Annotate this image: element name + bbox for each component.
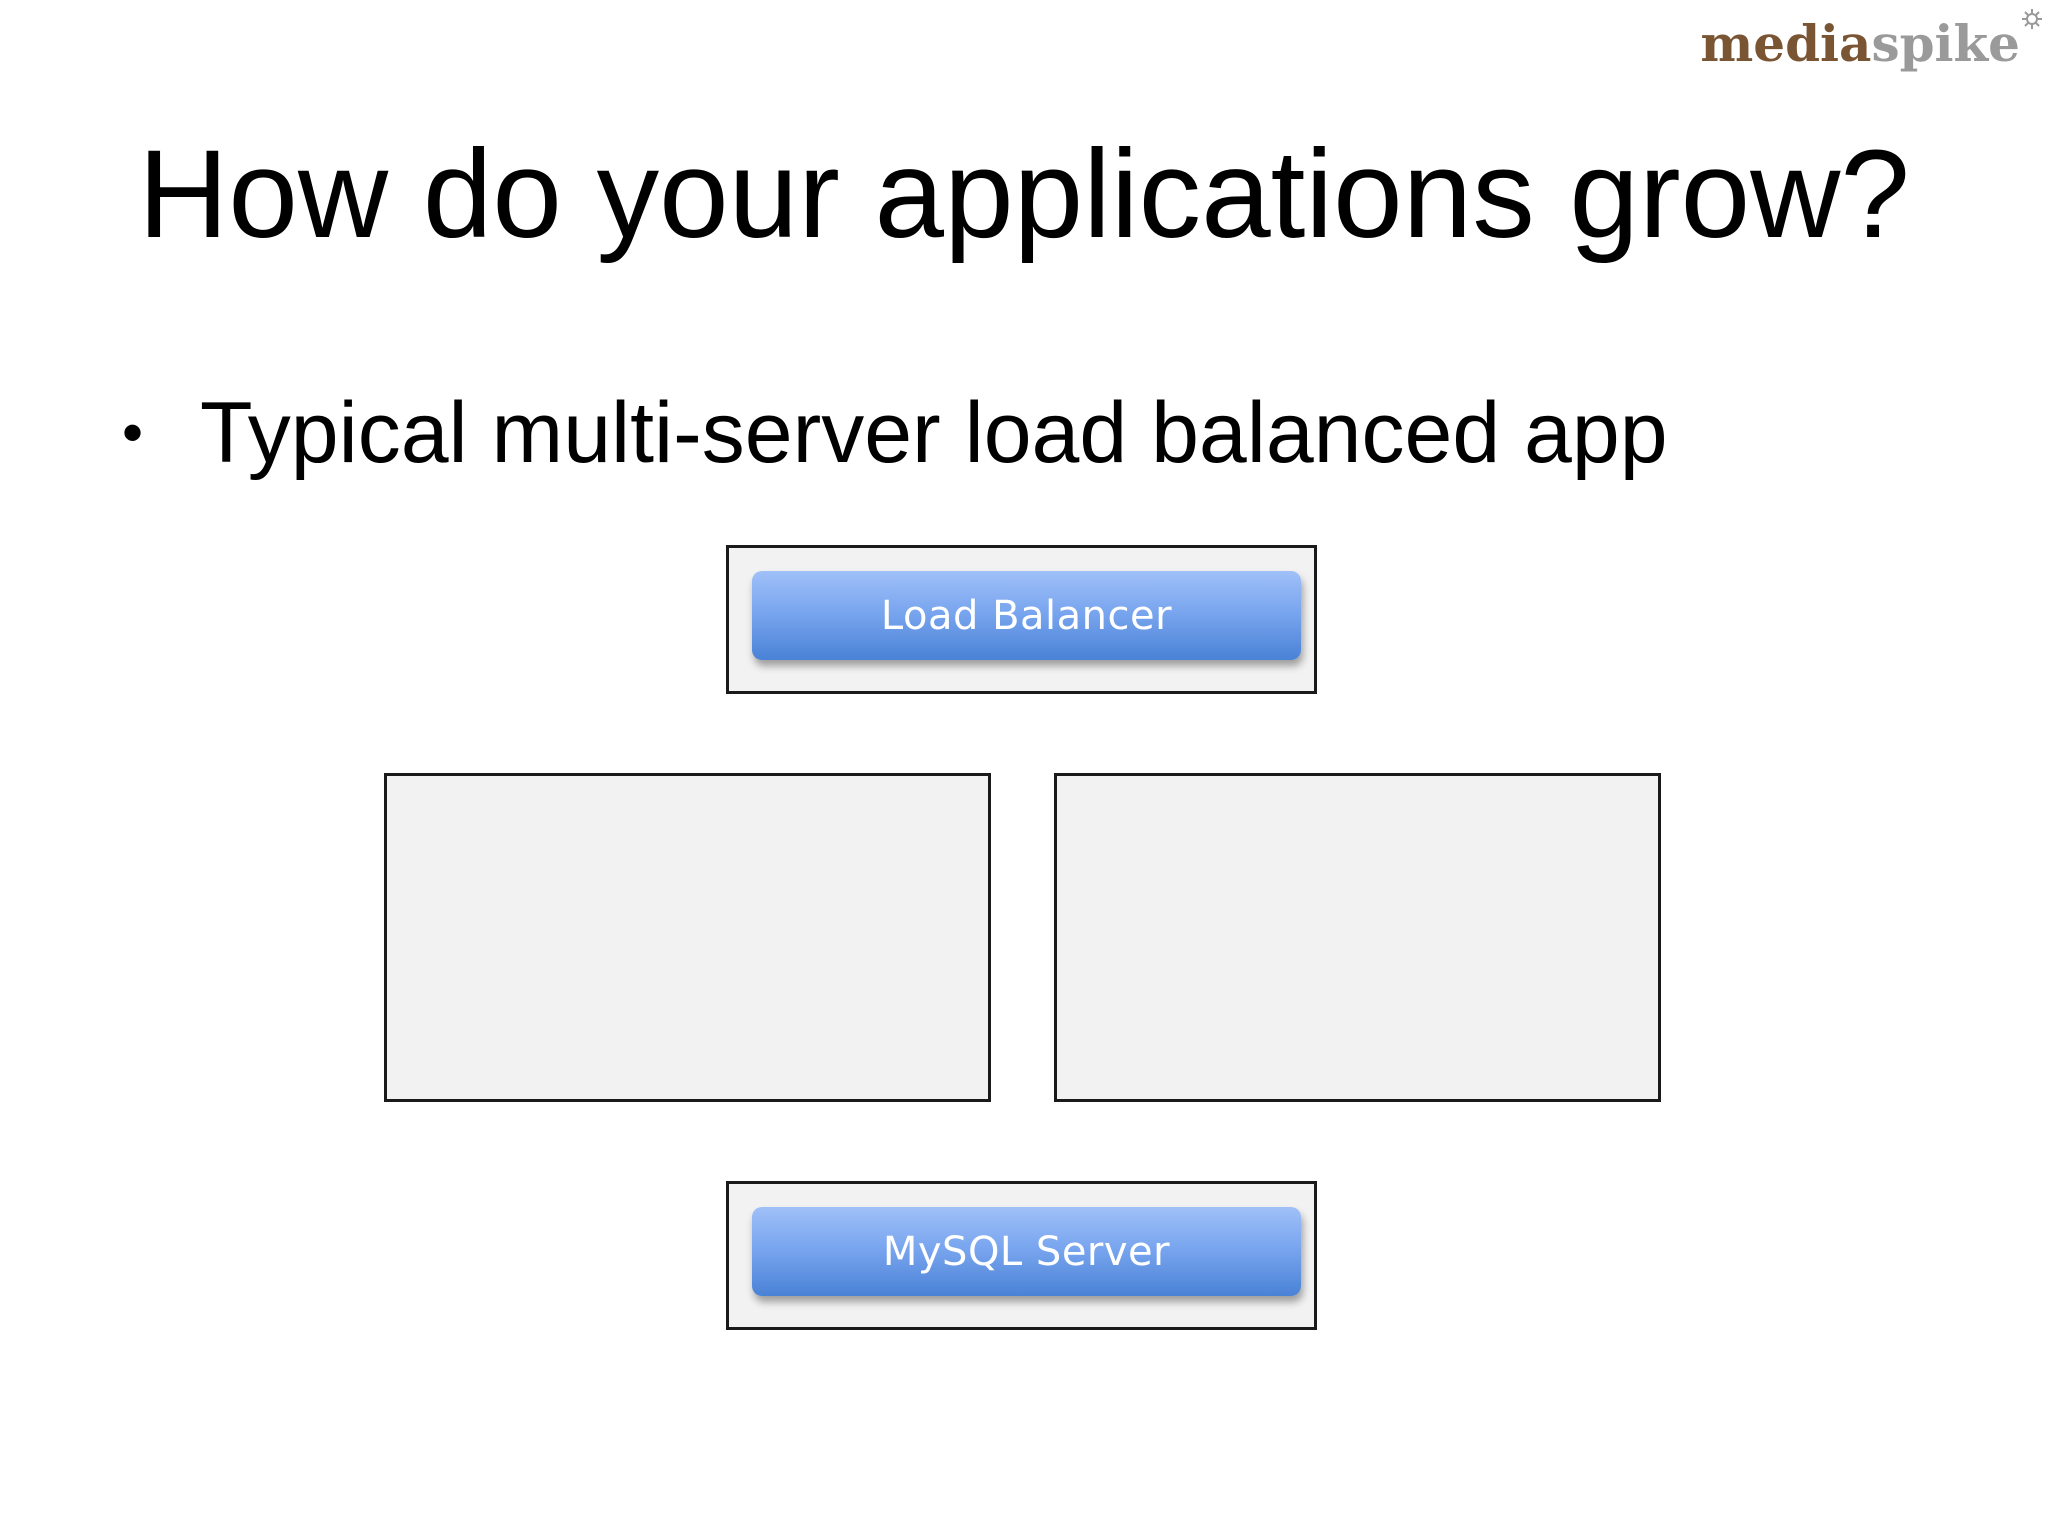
load-balancer-container: Load Balancer (726, 545, 1317, 694)
app-server-box-right (1054, 773, 1661, 1102)
load-balancer-node: Load Balancer (752, 571, 1301, 660)
slide-title: How do your applications grow? (138, 125, 1910, 264)
database-container: MySQL Server (726, 1181, 1317, 1330)
logo-text-spike-label: spike (1871, 14, 2020, 73)
mysql-server-node: MySQL Server (752, 1207, 1301, 1296)
bullet-text: Typical multi-server load balanced app (200, 385, 1668, 481)
logo-text-spike: spike (1871, 9, 2043, 74)
bullet-marker: • (122, 399, 144, 466)
app-server-box-left (384, 773, 991, 1102)
bullet-item: • Typical multi-server load balanced app (122, 378, 1668, 488)
logo-text-media: media (1700, 14, 1872, 73)
gear-icon (2022, 9, 2043, 29)
